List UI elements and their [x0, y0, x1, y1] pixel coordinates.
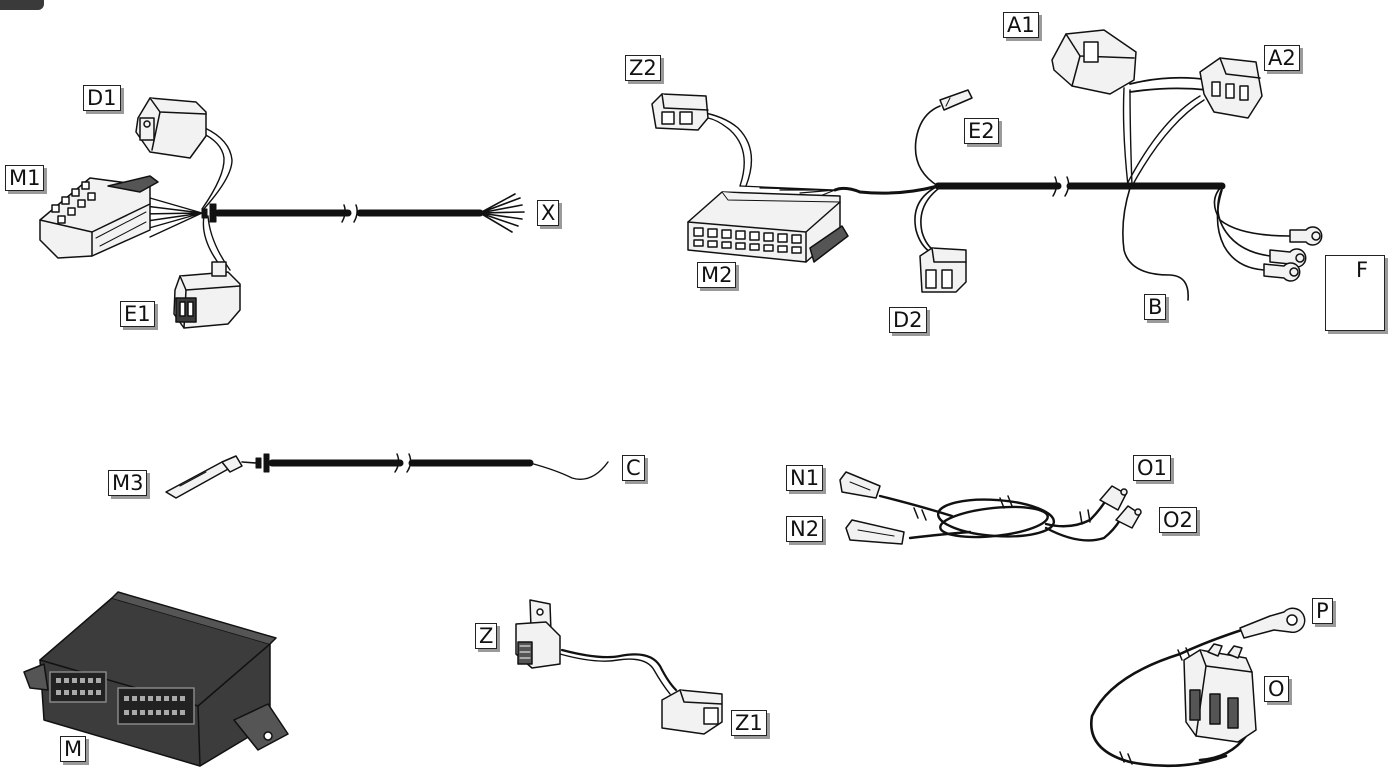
label-m3: M3	[108, 470, 148, 496]
label-z: Z	[475, 623, 498, 649]
label-o1: O1	[1133, 455, 1171, 481]
label-a2: A2	[1264, 45, 1300, 71]
label-z1: Z1	[731, 710, 767, 736]
connector-a2	[1199, 57, 1263, 119]
control-module-m	[23, 591, 289, 767]
label-m1: M1	[5, 165, 45, 191]
connector-m2	[687, 191, 849, 263]
cable-p-o	[1089, 607, 1306, 768]
label-p: P	[1312, 598, 1333, 624]
label-e1: E1	[120, 301, 155, 327]
sensor-z	[515, 599, 723, 735]
connector-z2	[651, 93, 709, 131]
label-e2: E2	[964, 118, 999, 144]
label-d2: D2	[889, 307, 927, 333]
label-b: B	[1144, 294, 1167, 320]
label-n2: N2	[786, 516, 824, 542]
cable-n-o	[839, 471, 1142, 545]
label-f: F	[1356, 258, 1369, 282]
connector-d2	[919, 247, 967, 293]
connector-e2	[939, 89, 973, 111]
connector-m1	[39, 175, 159, 259]
connector-a1	[1051, 29, 1137, 95]
label-m2: M2	[697, 262, 737, 288]
cable-m3-c	[165, 453, 609, 499]
ground-label-box: F	[1325, 255, 1385, 331]
label-x: X	[537, 200, 560, 226]
label-a1: A1	[1003, 12, 1039, 38]
corner-tab	[0, 0, 44, 10]
harness-1	[139, 127, 525, 271]
label-c: C	[622, 455, 645, 481]
label-z2: Z2	[625, 55, 661, 81]
connector-e1	[173, 261, 241, 329]
label-o: O	[1264, 676, 1289, 702]
label-n1: N1	[786, 465, 824, 491]
label-d1: D1	[83, 85, 121, 111]
label-o2: O2	[1159, 507, 1197, 533]
connector-d1	[135, 97, 207, 159]
label-m: M	[60, 736, 87, 762]
